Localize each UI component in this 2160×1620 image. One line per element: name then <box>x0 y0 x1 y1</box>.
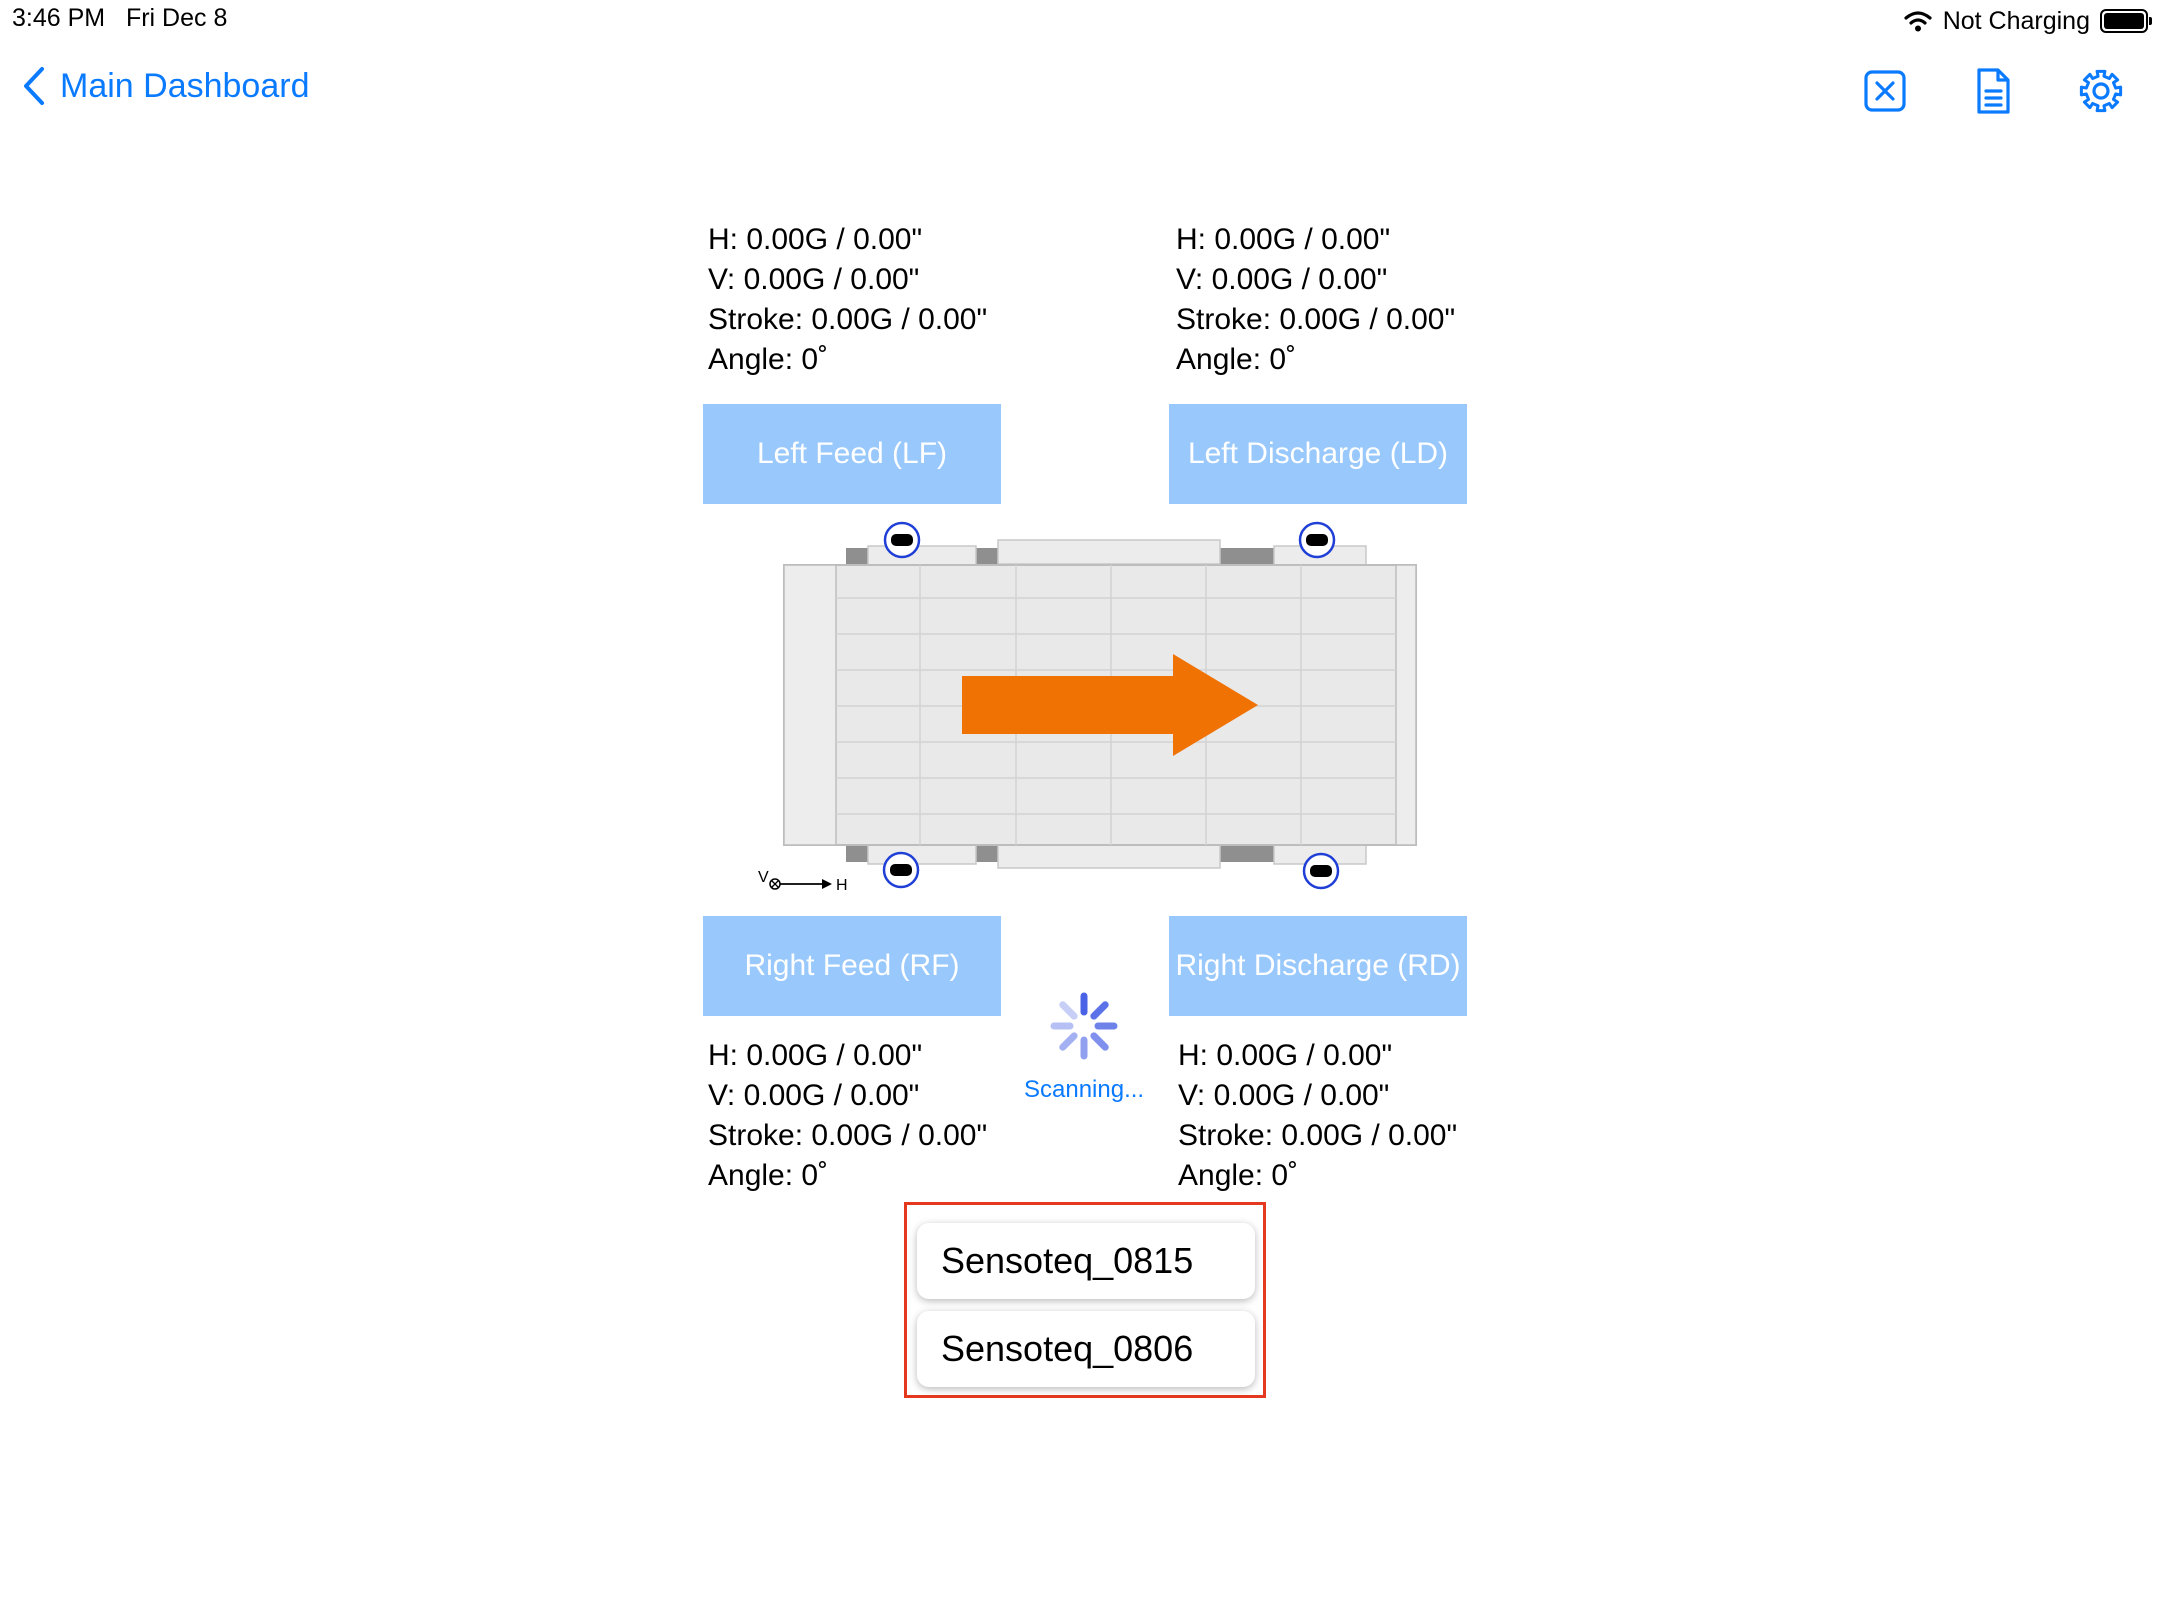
rd-readout: H: 0.00G / 0.00" V: 0.00G / 0.00" Stroke… <box>1178 1036 1457 1196</box>
status-time: 3:46 PM Fri Dec 8 <box>12 4 228 32</box>
ld-readout: H: 0.00G / 0.00" V: 0.00G / 0.00" Stroke… <box>1176 220 1455 380</box>
rd-h-value: H: 0.00G / 0.00" <box>1178 1039 1393 1072</box>
close-square-icon[interactable] <box>1860 66 1910 116</box>
rf-angle-value: Angle: 0˚ <box>708 1159 829 1192</box>
rf-readout: H: 0.00G / 0.00" V: 0.00G / 0.00" Stroke… <box>708 1036 987 1196</box>
back-label: Main Dashboard <box>60 66 310 105</box>
ld-h-value: H: 0.00G / 0.00" <box>1176 223 1391 256</box>
wifi-icon <box>1904 11 1932 32</box>
machine-diagram: V H <box>758 521 1417 890</box>
spinner-spoke <box>1059 1032 1078 1051</box>
device-list: Sensoteq_0815 Sensoteq_0806 <box>904 1202 1266 1398</box>
lf-readout: H: 0.00G / 0.00" V: 0.00G / 0.00" Stroke… <box>708 220 987 380</box>
rd-angle-value: Angle: 0˚ <box>1178 1159 1299 1192</box>
device-item[interactable]: Sensoteq_0806 <box>917 1311 1255 1387</box>
lf-angle-value: Angle: 0˚ <box>708 343 829 376</box>
rf-v-value: V: 0.00G / 0.00" <box>708 1079 920 1112</box>
document-icon[interactable] <box>1968 66 2018 116</box>
device-item[interactable]: Sensoteq_0815 <box>917 1223 1255 1299</box>
gear-teeth <box>2079 69 2123 113</box>
ld-stroke-value: Stroke: 0.00G / 0.00" <box>1176 303 1456 336</box>
back-button[interactable]: Main Dashboard <box>22 66 309 106</box>
rd-v-value: V: 0.00G / 0.00" <box>1178 1079 1390 1112</box>
sensor-rf-icon <box>882 851 920 889</box>
sensor-ld-icon <box>1298 521 1336 559</box>
lf-stroke-value: Stroke: 0.00G / 0.00" <box>708 303 988 336</box>
battery-icon <box>2100 9 2152 33</box>
axis-legend: V H <box>758 869 848 890</box>
left-feed-button[interactable]: Left Feed (LF) <box>703 404 1001 504</box>
spinner-spoke <box>1090 1001 1109 1020</box>
rf-stroke-value: Stroke: 0.00G / 0.00" <box>708 1119 988 1152</box>
rd-stroke-value: Stroke: 0.00G / 0.00" <box>1178 1119 1458 1152</box>
sensor-rd-icon <box>1302 852 1340 890</box>
spinner-icon <box>1050 992 1118 1060</box>
status-right: Not Charging <box>1903 4 2152 38</box>
lf-v-value: V: 0.00G / 0.00" <box>708 263 920 296</box>
left-discharge-button[interactable]: Left Discharge (LD) <box>1169 404 1467 504</box>
scanning-label: Scanning... <box>1024 1076 1145 1103</box>
charging-status: Not Charging <box>1942 6 2090 35</box>
spinner-spoke <box>1059 1001 1078 1020</box>
lf-h-value: H: 0.00G / 0.00" <box>708 223 923 256</box>
chevron-left-icon <box>24 67 44 105</box>
rf-h-value: H: 0.00G / 0.00" <box>708 1039 923 1072</box>
spinner-spoke <box>1090 1032 1109 1051</box>
ld-v-value: V: 0.00G / 0.00" <box>1176 263 1388 296</box>
gear-icon[interactable] <box>2076 66 2126 116</box>
sensor-lf-icon <box>883 521 921 559</box>
axis-h-label: H <box>836 877 848 890</box>
right-discharge-button[interactable]: Right Discharge (RD) <box>1169 916 1467 1016</box>
axis-v-label: V <box>758 869 769 886</box>
flow-arrow <box>962 654 1258 756</box>
ld-angle-value: Angle: 0˚ <box>1176 343 1297 376</box>
right-feed-button[interactable]: Right Feed (RF) <box>703 916 1001 1016</box>
